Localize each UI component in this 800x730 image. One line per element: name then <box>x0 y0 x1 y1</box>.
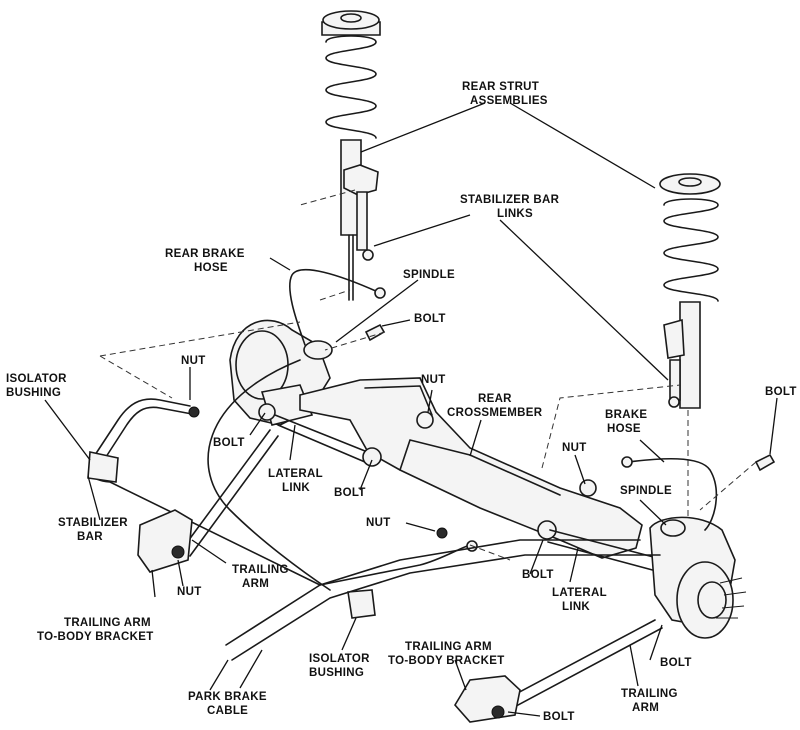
trailing-arms <box>137 429 663 723</box>
rear-crossmember-part <box>299 377 643 559</box>
label-lateral-link-right: LATERAL LINK <box>552 587 610 613</box>
assembly-lines <box>99 189 757 561</box>
label-isolator-bushing-center: ISOLATOR BUSHING <box>309 653 373 679</box>
label-spindle-right: SPINDLE <box>620 485 672 497</box>
label-bolt-left-lower: BOLT <box>213 437 245 449</box>
label-stabilizer-bar-links: STABILIZER BAR LINKS <box>460 194 563 220</box>
label-bolt-center: BOLT <box>522 569 554 581</box>
label-bolt-spindle: BOLT <box>414 313 446 325</box>
label-nut-left: NUT <box>181 355 206 367</box>
left-strut-assembly <box>321 10 381 301</box>
label-bolt-right-hub: BOLT <box>660 657 692 669</box>
label-brake-hose-right: BRAKE HOSE <box>605 409 651 435</box>
label-nut-crossmember: NUT <box>421 374 446 386</box>
label-bolt-right-top: BOLT <box>765 386 797 398</box>
right-strut-assembly <box>659 173 721 520</box>
label-stabilizer-bar: STABILIZER BAR <box>58 517 131 543</box>
label-trailing-arm-bracket-left: TRAILING ARM TO-BODY BRACKET <box>37 617 154 643</box>
leader-lines <box>44 102 778 717</box>
label-isolator-bushing-left: ISOLATOR BUSHING <box>6 373 70 399</box>
label-rear-brake-hose: REAR BRAKE HOSE <box>165 248 248 274</box>
label-trailing-arm-right: TRAILING ARM <box>621 688 681 714</box>
label-bolt-bottom: BOLT <box>543 711 575 723</box>
stabilizer-bar-part <box>87 398 478 619</box>
right-knuckle-hub <box>649 516 747 639</box>
hoses-and-cables <box>207 268 718 661</box>
label-trailing-arm-bracket-right: TRAILING ARM TO-BODY BRACKET <box>388 641 505 667</box>
label-bolt-left-link: BOLT <box>334 487 366 499</box>
callout-labels: REAR STRUT ASSEMBLIES STABILIZER BAR LIN… <box>6 81 797 723</box>
label-park-brake-cable: PARK BRAKE CABLE <box>188 691 270 717</box>
label-rear-crossmember: REAR CROSSMEMBER <box>447 393 543 419</box>
label-nut-center: NUT <box>366 517 391 529</box>
label-nut-bracket-left: NUT <box>177 586 202 598</box>
label-trailing-arm-left: TRAILING ARM <box>232 564 292 590</box>
label-lateral-link-left: LATERAL LINK <box>268 468 326 494</box>
label-spindle-left: SPINDLE <box>403 269 455 281</box>
label-rear-strut-assemblies: REAR STRUT ASSEMBLIES <box>462 81 548 107</box>
label-nut-center-right: NUT <box>562 442 587 454</box>
